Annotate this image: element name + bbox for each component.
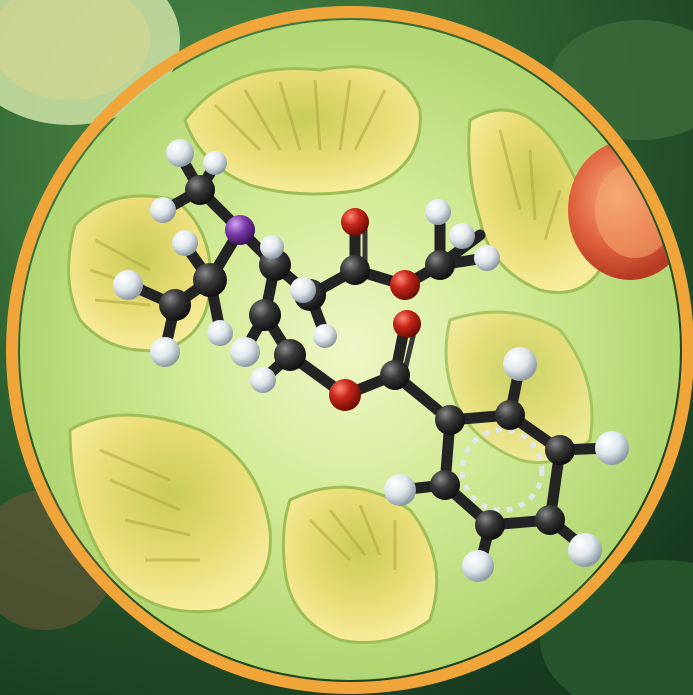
atom-carbon [249, 299, 281, 331]
atom-nitrogen [225, 215, 255, 245]
atom-oxygen [341, 208, 369, 236]
aromatic-ring [459, 427, 545, 513]
atom-hydrogen [462, 550, 494, 582]
atom-carbon [274, 339, 306, 371]
atom-hydrogen [172, 230, 198, 256]
atom-hydrogen [425, 199, 451, 225]
atom-hydrogen [449, 223, 475, 249]
atom-hydrogen [207, 320, 233, 346]
atom-hydrogen [595, 431, 629, 465]
atom-oxygen [393, 310, 421, 338]
atom-hydrogen [313, 324, 337, 348]
atom-carbon [430, 470, 460, 500]
atom-carbon [495, 400, 525, 430]
atom-hydrogen [150, 337, 180, 367]
atom-carbon [425, 250, 455, 280]
atom-hydrogen [166, 139, 194, 167]
atom-hydrogen [290, 277, 316, 303]
atom-hydrogen [230, 337, 260, 367]
atoms [113, 139, 629, 582]
atom-oxygen [390, 270, 420, 300]
atom-hydrogen [384, 474, 416, 506]
molecule-model [113, 139, 629, 582]
atom-hydrogen [474, 245, 500, 271]
atom-hydrogen [203, 151, 227, 175]
atom-carbon [535, 505, 565, 535]
atom-carbon [475, 510, 505, 540]
atom-carbon [380, 360, 410, 390]
atom-hydrogen [113, 270, 143, 300]
atom-carbon [185, 175, 215, 205]
atom-carbon [340, 255, 370, 285]
atom-oxygen [329, 379, 361, 411]
atom-carbon [159, 289, 191, 321]
frame-ring [6, 6, 693, 694]
atom-carbon [193, 263, 227, 297]
atom-hydrogen [568, 533, 602, 567]
atom-carbon [545, 435, 575, 465]
atom-hydrogen [150, 197, 176, 223]
atom-carbon [435, 405, 465, 435]
atom-hydrogen [503, 347, 537, 381]
atom-hydrogen [260, 235, 284, 259]
seed-pockets [67, 65, 602, 644]
atom-hydrogen [250, 367, 276, 393]
